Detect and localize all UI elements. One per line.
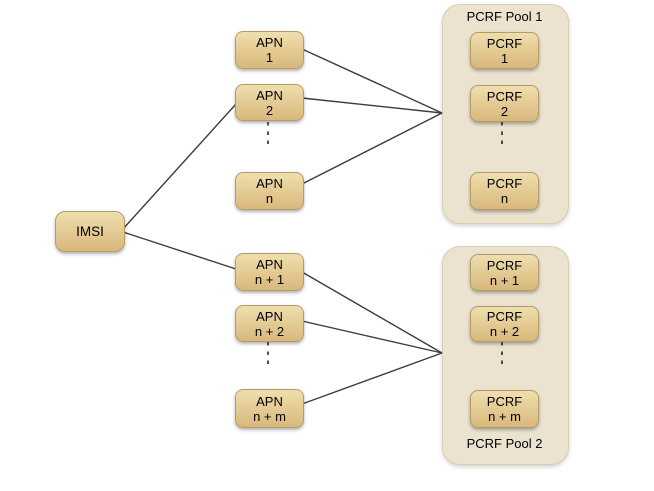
pcrf-pool-1-title: PCRF Pool 1: [466, 9, 543, 24]
apn-n-label-line1: APN: [256, 176, 283, 191]
imsi-label: IMSI: [76, 224, 104, 239]
pcrf-nm-label-line2: n + m: [488, 409, 521, 424]
apn-nm-node: APN n + m: [235, 389, 304, 428]
pcrf-1-node: PCRF 1: [470, 32, 539, 69]
pcrf-nm-label-line1: PCRF: [486, 394, 523, 409]
pcrf-pool-2-title: PCRF Pool 2: [466, 436, 543, 451]
pcrf-pool1-ellipsis: ⋮: [494, 118, 510, 149]
edge-apn-nm-pool2: [301, 352, 443, 405]
pcrf-n2-label-line1: PCRF: [486, 309, 523, 324]
edge-apn-n2-pool2: [301, 320, 443, 354]
apn-1-label-line2: 1: [265, 50, 274, 65]
pcrf-n-label-line2: n: [500, 191, 509, 206]
pcrf-pool2-ellipsis: ⋮: [494, 338, 510, 369]
apn-2-label-line1: APN: [256, 87, 283, 103]
apn-n-node: APN n: [235, 172, 304, 210]
edge-apn1-pool1: [301, 48, 443, 114]
pcrf-2-label-line2: 2: [500, 103, 509, 119]
apn-group2-ellipsis: ⋮: [260, 338, 276, 369]
apn-n-label-line2: n: [265, 191, 274, 206]
edge-imsi-apn2: [122, 103, 237, 230]
pcrf-1-label-line2: 1: [500, 50, 509, 66]
apn-1-label-line1: APN: [256, 35, 283, 50]
pcrf-n1-label-line1: PCRF: [486, 257, 523, 273]
pcrf-2-node: PCRF 2: [470, 85, 539, 122]
apn-n1-label-line1: APN: [256, 257, 283, 272]
apn-n2-label-line2: n + 2: [254, 323, 285, 339]
apn-group1-ellipsis: ⋮: [260, 118, 276, 149]
pcrf-n-label-line1: PCRF: [486, 176, 523, 191]
imsi-node: IMSI: [55, 211, 125, 252]
edge-apn-n1-pool2: [301, 271, 443, 354]
apn-2-node: APN 2: [235, 84, 304, 121]
pcrf-n2-node: PCRF n + 2: [470, 306, 539, 342]
pcrf-n2-label-line2: n + 2: [489, 324, 520, 339]
pcrf-n1-label-line2: n + 1: [489, 272, 520, 288]
apn-n1-label-line2: n + 1: [254, 272, 285, 287]
edge-apn-n-pool1: [301, 112, 443, 185]
apn-nm-label-line2: n + m: [253, 408, 286, 424]
apn-1-node: APN 1: [235, 31, 304, 69]
pcrf-nm-node: PCRF n + m: [470, 390, 539, 428]
edge-apn2-pool1: [301, 97, 443, 114]
edge-imsi-apn-n1: [122, 231, 237, 270]
apn-n1-node: APN n + 1: [235, 253, 304, 291]
apn-2-label-line2: 2: [265, 102, 274, 118]
apn-n2-label-line1: APN: [256, 308, 283, 324]
pcrf-n-node: PCRF n: [470, 172, 539, 210]
apn-n2-node: APN n + 2: [235, 305, 304, 342]
pcrf-n1-node: PCRF n + 1: [470, 254, 539, 291]
pcrf-2-label-line1: PCRF: [486, 88, 523, 104]
apn-nm-label-line1: APN: [256, 393, 283, 409]
pcrf-1-label-line1: PCRF: [486, 35, 523, 51]
